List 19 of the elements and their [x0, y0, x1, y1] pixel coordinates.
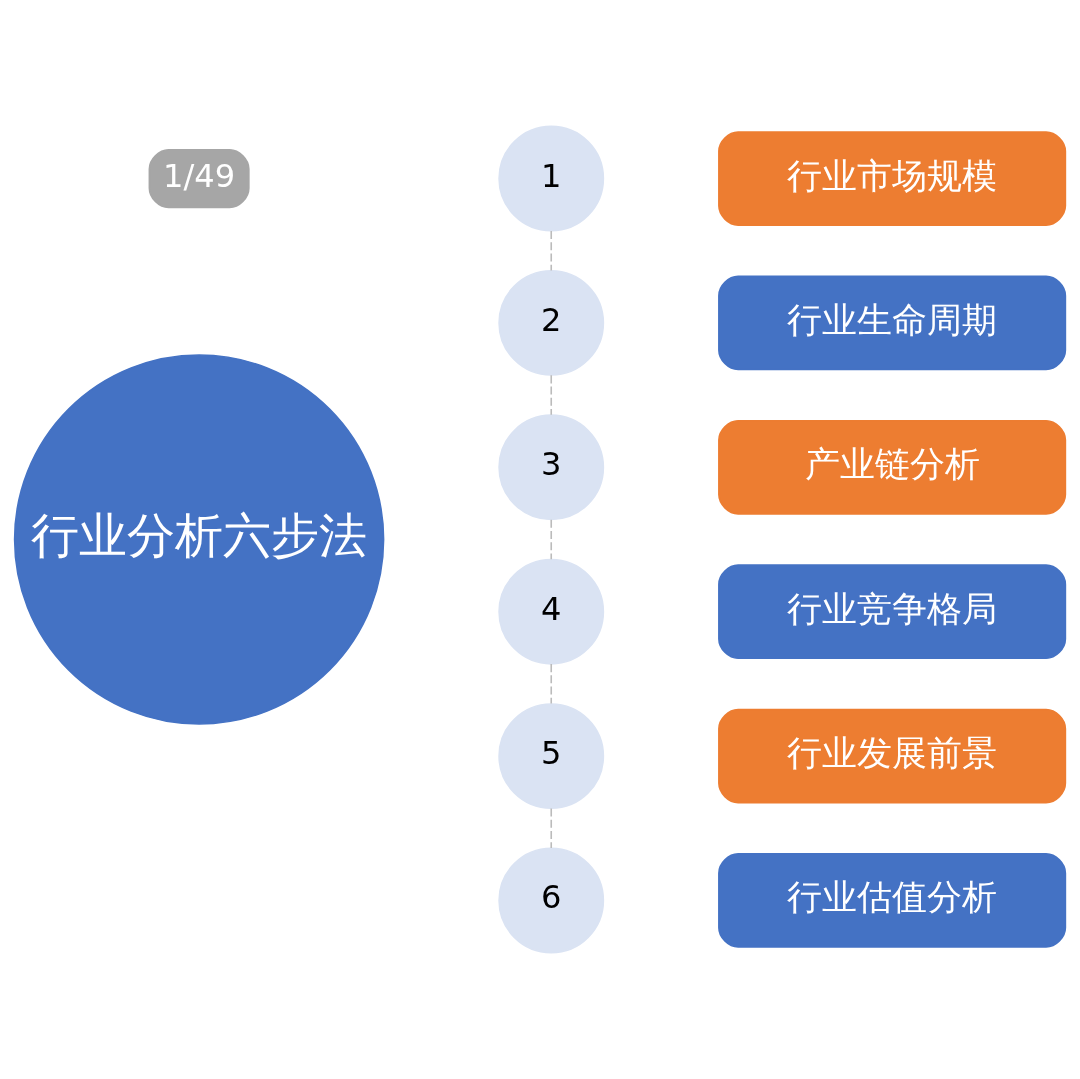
- node-box: 行业发展前景: [718, 708, 1067, 804]
- connector: [550, 807, 553, 849]
- node-box: 行业估值分析: [718, 853, 1067, 948]
- node-box: 产业链分析: [718, 420, 1067, 515]
- connector: [550, 663, 553, 705]
- node-circle: 1: [498, 125, 605, 232]
- connector: [550, 518, 553, 561]
- node-circle: 行业分析六步法: [13, 354, 385, 725]
- node-box: 行业竞争格局: [718, 564, 1067, 659]
- node-circle: 4: [498, 558, 605, 665]
- connector: [550, 230, 553, 272]
- label: 1/49: [163, 156, 236, 195]
- node-circle: 6: [498, 847, 605, 954]
- node-circle: 3: [498, 414, 605, 521]
- node-circle: 2: [498, 270, 605, 376]
- node-circle: 5: [498, 703, 605, 809]
- node-box: 行业市场规模: [718, 131, 1067, 226]
- connector: [550, 374, 553, 416]
- node-box: 行业生命周期: [718, 275, 1067, 371]
